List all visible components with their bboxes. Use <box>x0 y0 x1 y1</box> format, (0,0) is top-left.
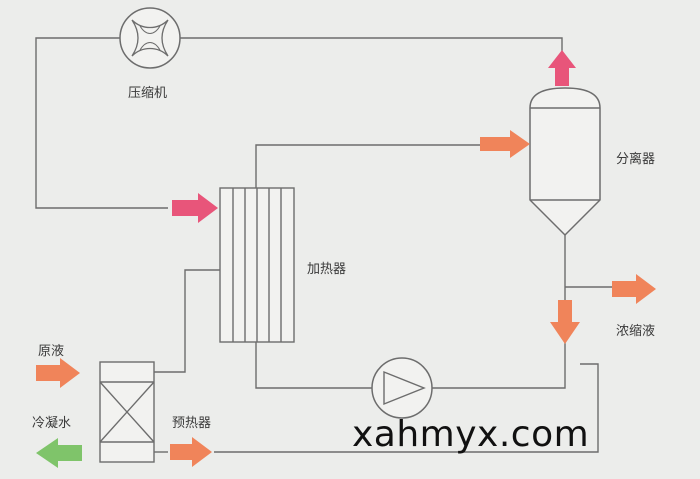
pump <box>371 357 433 419</box>
preheater <box>99 361 155 463</box>
compressor <box>119 7 181 69</box>
separator-label: 分离器 <box>616 152 656 167</box>
steam-outlet-arrow <box>548 50 576 86</box>
preheater-outlet-arrow <box>170 437 212 467</box>
condensate-label: 冷凝水 <box>32 416 72 431</box>
heater <box>219 187 295 343</box>
separator-down-arrow <box>550 300 580 344</box>
pipe-bottom-return <box>214 363 599 453</box>
pipe-heater-to-separator <box>255 144 480 188</box>
raw-liquid-label: 原液 <box>38 344 65 359</box>
heater-label: 加热器 <box>307 262 347 277</box>
concentrate-label: 浓缩液 <box>616 324 656 339</box>
preheater-label: 预热器 <box>172 416 212 431</box>
liquid-to-separator-arrow <box>480 130 530 158</box>
watermark: xahmyx.com <box>352 414 590 455</box>
piping <box>35 37 612 453</box>
pipe-separator-to-pump <box>432 235 566 389</box>
pipe-pump-to-heater <box>255 342 372 389</box>
pipe-compressor-to-separator-top <box>180 37 563 58</box>
pipe-compressor-to-heater <box>35 37 168 209</box>
compressor-label: 压缩机 <box>128 86 168 101</box>
separator <box>529 87 601 237</box>
steam-to-heater-arrow <box>172 193 218 223</box>
raw-liquid-inlet-arrow <box>36 358 80 388</box>
pipe-preheater-to-heater <box>154 269 220 373</box>
condensate-outlet-arrow <box>36 438 82 468</box>
concentrate-outlet-arrow <box>612 274 656 304</box>
arrows <box>36 50 656 468</box>
